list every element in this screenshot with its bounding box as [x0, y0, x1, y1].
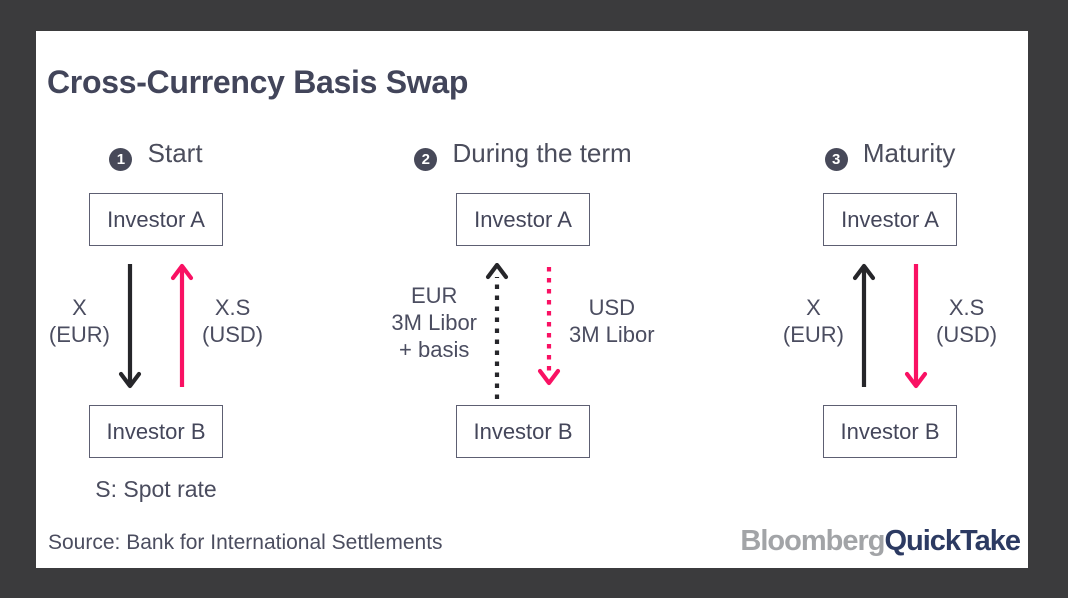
- flow-label-xs-usd: X.S(USD): [936, 295, 998, 347]
- source-credit: Source: Bank for International Settlemen…: [48, 531, 443, 554]
- panel-start-heading: 1 Start: [6, 138, 306, 171]
- flow-label-x-eur: X(EUR): [48, 295, 110, 347]
- arrow-down-solid-icon: [904, 264, 928, 389]
- panel-during-term-heading-label: During the term: [452, 138, 632, 168]
- arrow-up-dotted-icon: [485, 263, 509, 399]
- investor-b-box: Investor B: [89, 405, 223, 458]
- flow-label-xs-usd: X.S(USD): [202, 295, 264, 347]
- page-title: Cross-Currency Basis Swap: [47, 64, 469, 101]
- panel-start-heading-label: Start: [147, 138, 203, 168]
- arrow-up-solid-icon: [852, 263, 876, 387]
- bloomberg-quicktake-logo: BloombergQuickTake: [740, 525, 1021, 558]
- investor-b-box: Investor B: [456, 405, 590, 458]
- arrow-down-solid-icon: [118, 264, 142, 389]
- investor-a-box: Investor A: [823, 193, 957, 246]
- investor-b-box: Investor B: [823, 405, 957, 458]
- arrow-down-dotted-icon: [537, 267, 561, 386]
- panel-maturity: 3 Maturity Investor A X(EUR) X.S(USD) In…: [740, 136, 1040, 526]
- logo-bloomberg-text: Bloomberg: [740, 525, 885, 557]
- investor-a-box: Investor A: [89, 193, 223, 246]
- spot-rate-note: S: Spot rate: [95, 476, 217, 502]
- step-1-badge: 1: [109, 148, 133, 171]
- investor-a-box: Investor A: [456, 193, 590, 246]
- panel-during-term-heading: 2 During the term: [373, 138, 673, 171]
- infographic-card: Cross-Currency Basis Swap 1 Start Invest…: [36, 31, 1028, 568]
- step-2-badge: 2: [414, 148, 438, 171]
- arrow-up-solid-icon: [170, 263, 194, 387]
- logo-quicktake-text: QuickTake: [884, 525, 1021, 557]
- panel-maturity-heading-label: Maturity: [862, 138, 956, 168]
- step-3-badge: 3: [824, 148, 848, 171]
- panel-start: 1 Start Investor A X(EUR) X.S(USD) Inves…: [6, 136, 306, 526]
- flow-label-x-eur: X(EUR): [782, 295, 844, 347]
- panel-maturity-heading: 3 Maturity: [740, 138, 1040, 171]
